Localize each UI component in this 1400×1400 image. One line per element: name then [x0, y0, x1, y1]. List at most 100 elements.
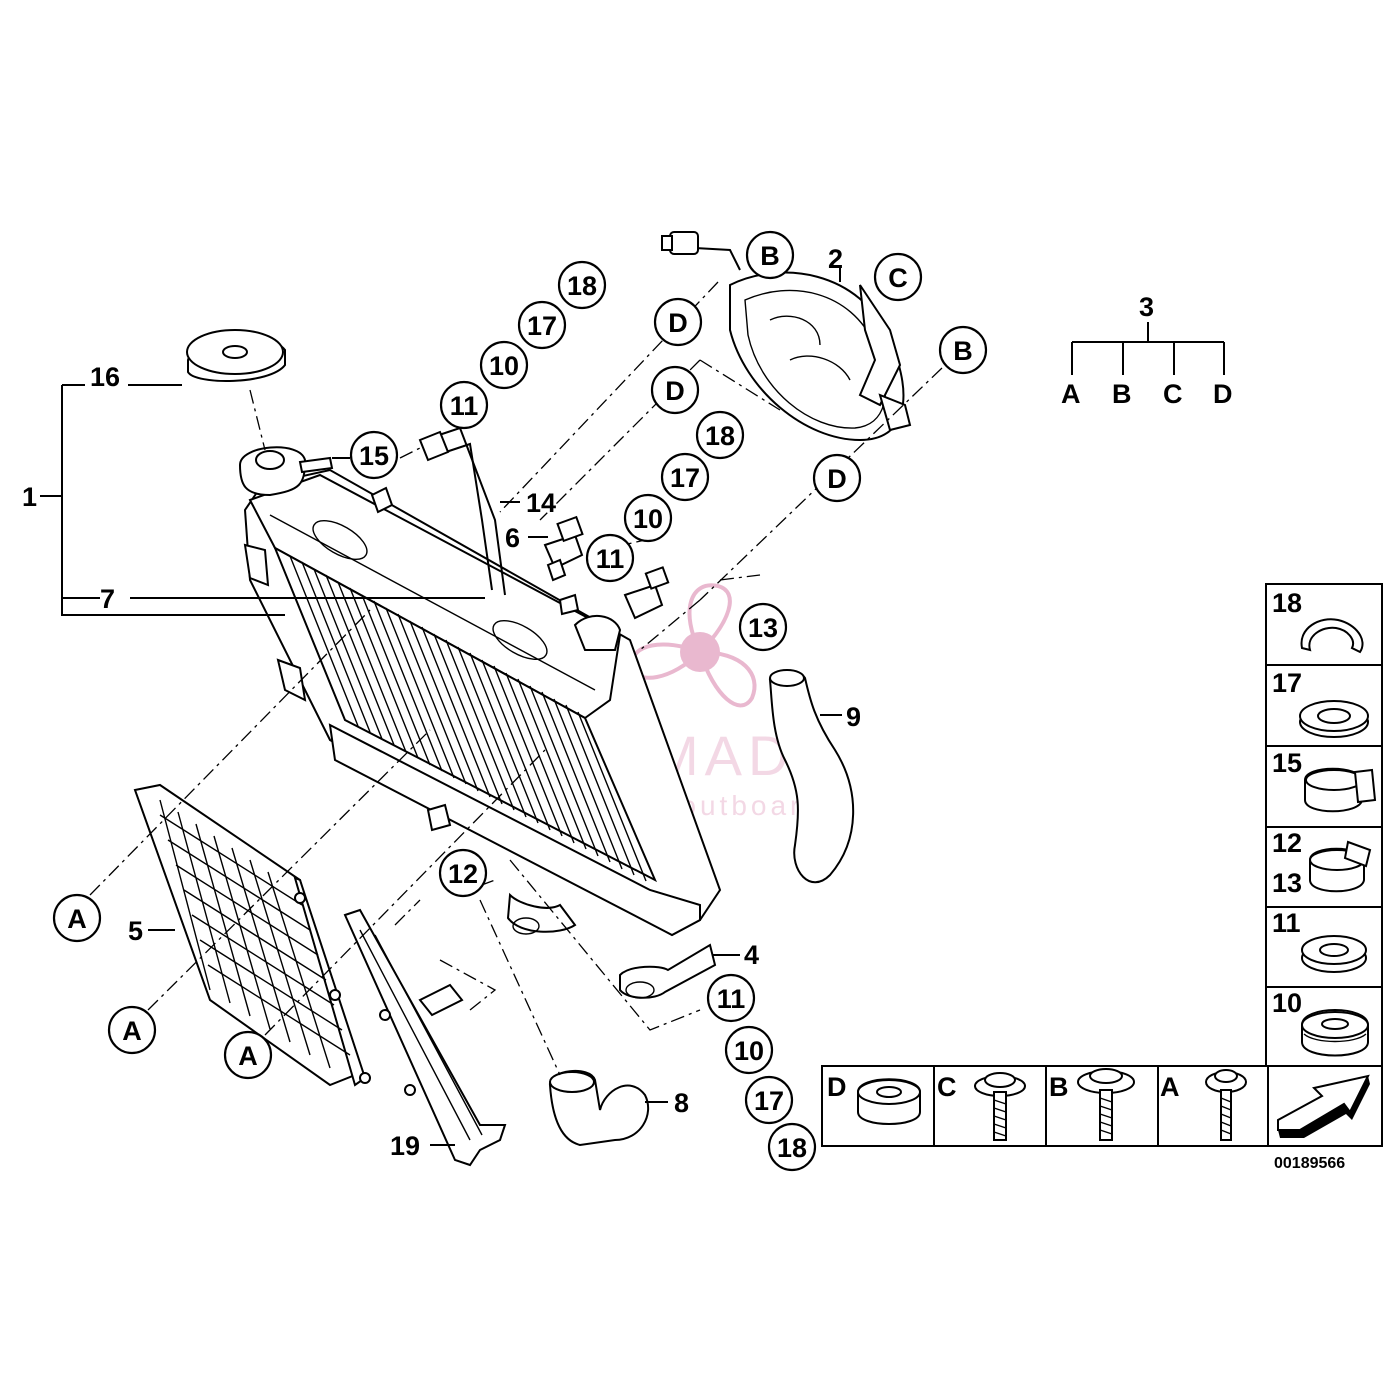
- svg-text:15: 15: [359, 441, 389, 471]
- svg-text:A: A: [122, 1016, 142, 1046]
- svg-text:17: 17: [527, 311, 557, 341]
- callout-b-2: B: [938, 325, 988, 375]
- legend-c: C: [937, 1072, 957, 1102]
- svg-text:11: 11: [717, 984, 746, 1014]
- callout-a: A: [52, 893, 102, 943]
- label-9: 9: [846, 702, 861, 732]
- tree-child-b: B: [1112, 379, 1132, 409]
- callout-11-2: 11: [585, 533, 635, 583]
- svg-text:18: 18: [567, 271, 597, 301]
- svg-text:18: 18: [777, 1133, 807, 1163]
- legend-18: 18: [1272, 588, 1302, 618]
- callout-10-3: 10: [724, 1025, 774, 1075]
- svg-text:10: 10: [633, 504, 663, 534]
- legend-a: A: [1160, 1072, 1180, 1102]
- legend-11: 11: [1272, 908, 1301, 938]
- label-8: 8: [674, 1088, 689, 1118]
- svg-text:10: 10: [489, 351, 519, 381]
- washer-icon: [1299, 700, 1369, 738]
- collar-screw-icon: [974, 1072, 1026, 1141]
- callout-17: 17: [517, 300, 567, 350]
- svg-text:13: 13: [748, 613, 778, 643]
- svg-text:B: B: [953, 336, 973, 366]
- callout-17-2: 17: [660, 452, 710, 502]
- callout-11: 11: [439, 380, 489, 430]
- svg-text:B: B: [760, 241, 780, 271]
- label-4: 4: [744, 940, 759, 970]
- callout-a-2: A: [107, 1005, 157, 1055]
- svg-text:D: D: [827, 464, 847, 494]
- hose-clamp-icon: [1304, 767, 1377, 813]
- svg-text:10: 10: [734, 1036, 764, 1066]
- callout-10: 10: [479, 340, 529, 390]
- legend-b: B: [1049, 1072, 1069, 1102]
- legend-column: 18 17 15 12 13 11 10: [1265, 583, 1383, 1067]
- label-7: 7: [100, 584, 115, 614]
- callout-18-3: 18: [767, 1122, 817, 1172]
- callout-10-2: 10: [623, 493, 673, 543]
- legend-12: 12: [1272, 828, 1302, 858]
- svg-text:18: 18: [705, 421, 735, 451]
- bleed-hose: [370, 426, 506, 596]
- callout-12: 12: [438, 848, 488, 898]
- label-19: 19: [390, 1131, 420, 1161]
- label-1: 1: [22, 482, 37, 512]
- legend-10: 10: [1272, 988, 1302, 1018]
- temperature-switch: [543, 515, 584, 582]
- grommet-icon: [1301, 1009, 1369, 1057]
- filler-neck: [238, 446, 334, 497]
- circlip-icon: [1300, 618, 1364, 654]
- spacer-icon: [857, 1078, 921, 1125]
- label-3: 3: [1139, 292, 1154, 322]
- radiator-cap: [186, 329, 286, 383]
- tree-child-c: C: [1163, 379, 1183, 409]
- tree-child-a: A: [1061, 379, 1081, 409]
- label-16: 16: [90, 362, 120, 392]
- callout-18-2: 18: [695, 410, 745, 460]
- svg-text:11: 11: [450, 391, 479, 421]
- callout-bubbles: 18 17 10 11 15 B C D D B D 18 17 10 11 1…: [52, 230, 988, 1172]
- svg-text:C: C: [888, 263, 908, 293]
- callout-a-3: A: [223, 1030, 273, 1080]
- callout-11-3: 11: [706, 973, 756, 1023]
- upper-hose: [769, 669, 855, 884]
- callout-18: 18: [557, 260, 607, 310]
- callout-15: 15: [349, 430, 399, 480]
- torx-screw-icon: [1205, 1069, 1247, 1141]
- callout-b: B: [745, 230, 795, 280]
- svg-text:D: D: [668, 308, 688, 338]
- tree-child-d: D: [1213, 379, 1233, 409]
- callout-d-2: D: [650, 365, 700, 415]
- direction-arrow-icon: [1277, 1074, 1370, 1138]
- part-labels: 1 16 7 14 6 2 3 9 4 5 8 19: [22, 244, 1154, 1161]
- screw-clamp-icon: [1309, 840, 1372, 893]
- callout-13: 13: [738, 602, 788, 652]
- label-6: 6: [505, 523, 520, 553]
- group-tree: A B C D: [1061, 379, 1233, 409]
- spring-washer-icon: [1301, 935, 1367, 973]
- svg-text:D: D: [665, 376, 685, 406]
- mounting-bracket: [294, 892, 507, 1167]
- svg-text:11: 11: [596, 544, 625, 574]
- svg-text:12: 12: [448, 859, 478, 889]
- svg-text:17: 17: [754, 1086, 784, 1116]
- callout-17-3: 17: [744, 1075, 794, 1125]
- temperature-switch-2: [558, 566, 670, 620]
- svg-text:A: A: [67, 904, 87, 934]
- label-14: 14: [526, 488, 556, 518]
- label-5: 5: [128, 916, 143, 946]
- drawing-number: 00189566: [1274, 1155, 1345, 1172]
- label-2: 2: [828, 244, 843, 274]
- legend-row: D C B A: [821, 1065, 1383, 1147]
- callout-d: D: [653, 297, 703, 347]
- lower-hose: [549, 1069, 650, 1147]
- callout-c: C: [873, 252, 923, 302]
- grille-mesh: [159, 799, 351, 1069]
- svg-text:17: 17: [670, 463, 700, 493]
- svg-text:A: A: [238, 1041, 258, 1071]
- legend-17: 17: [1272, 668, 1302, 698]
- radiator: [243, 468, 722, 999]
- callout-d-3: D: [812, 453, 862, 503]
- flange-screw-icon: [1077, 1068, 1135, 1141]
